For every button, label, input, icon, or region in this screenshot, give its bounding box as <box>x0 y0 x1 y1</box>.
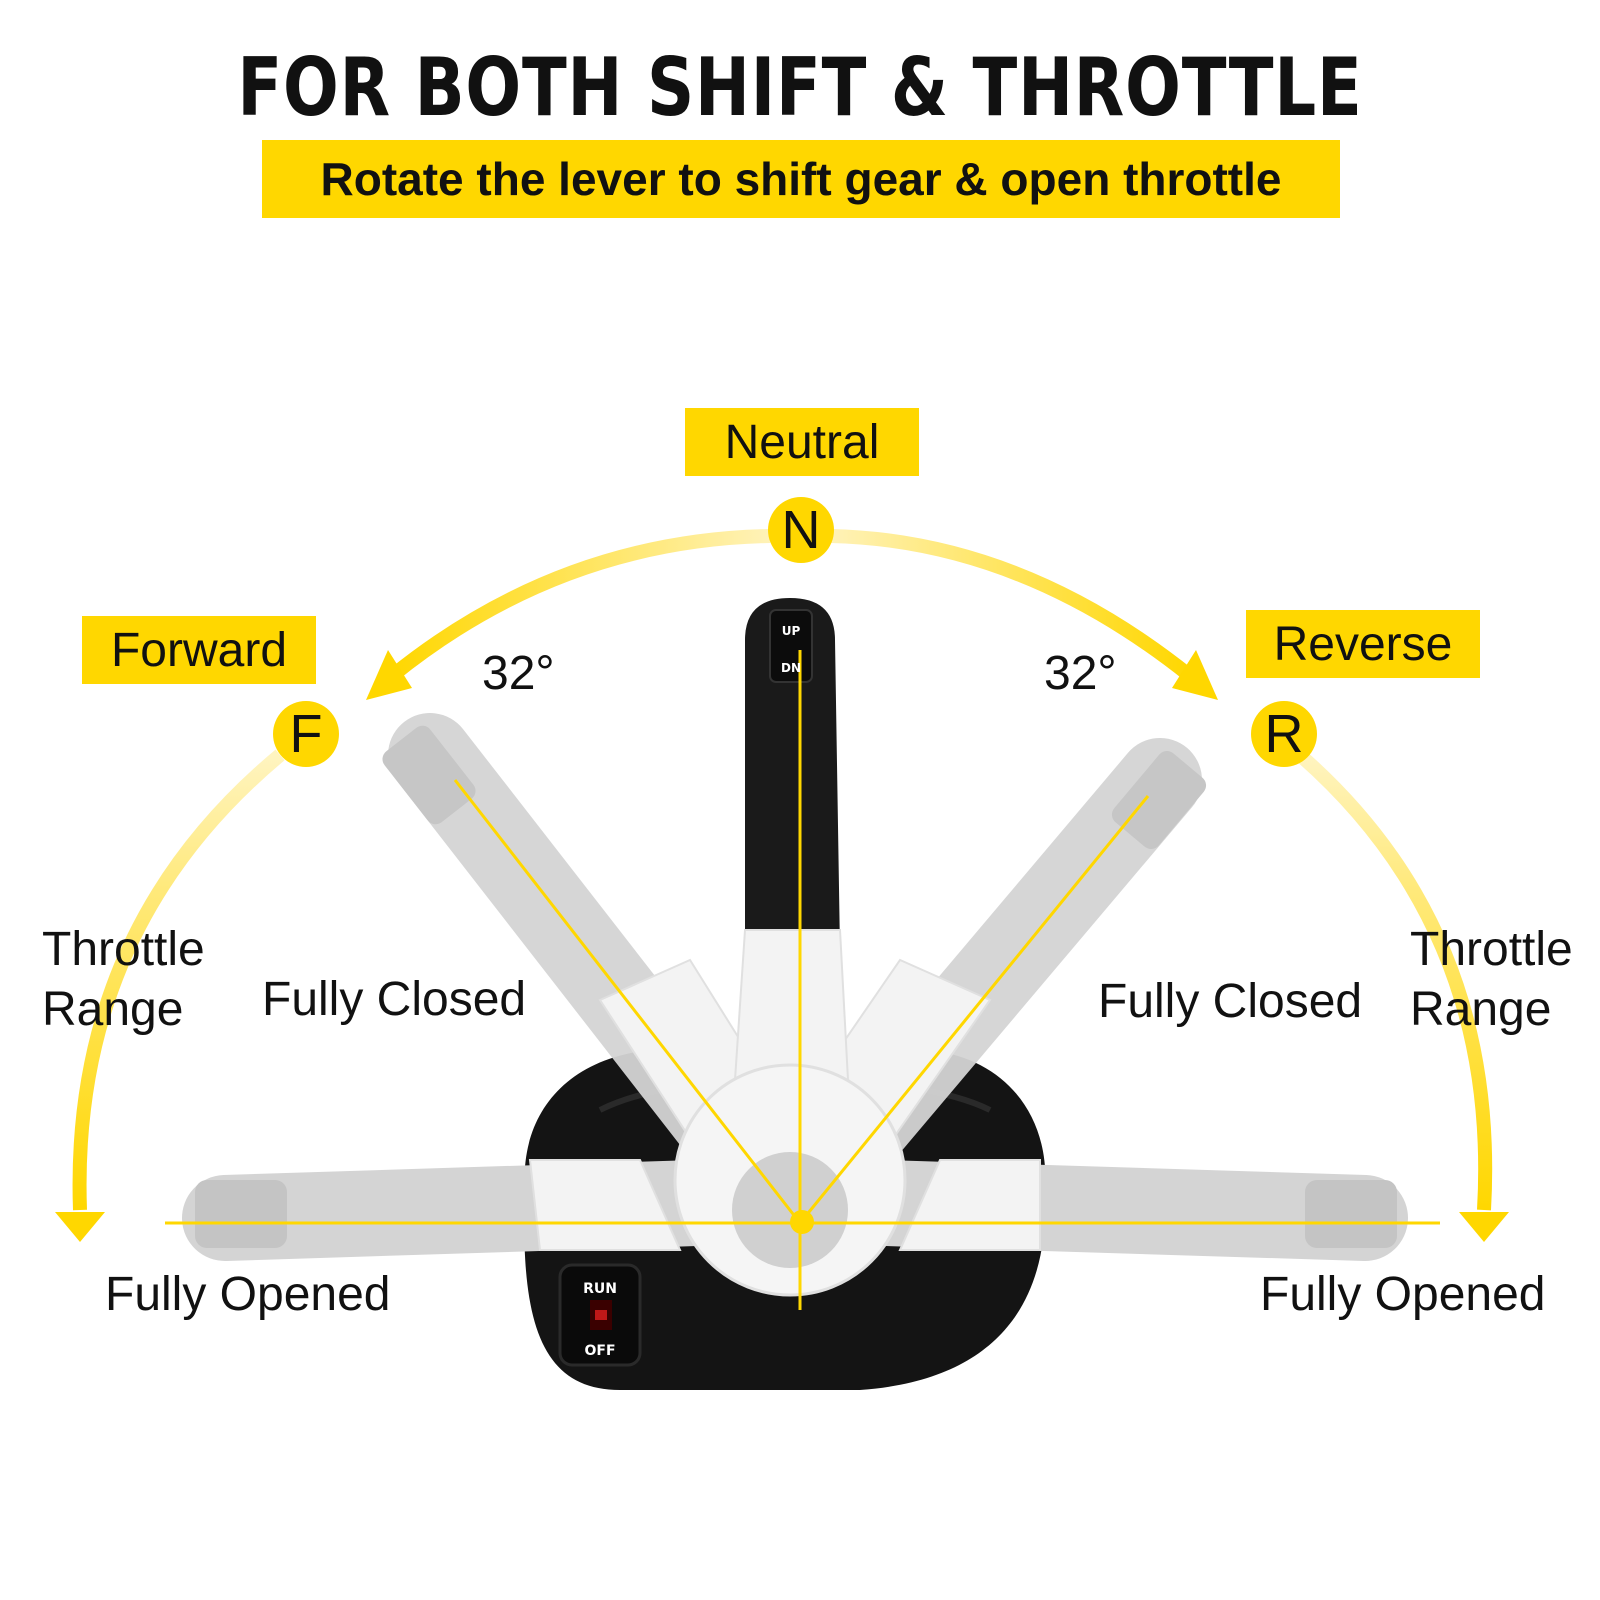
grip-dn-label: DN <box>781 661 801 675</box>
arc-neutral-to-reverse <box>829 529 1195 682</box>
switch-off-label: OFF <box>584 1343 615 1359</box>
angle-left-label: 32° <box>482 647 555 700</box>
neutral-tag: Neutral <box>685 408 919 476</box>
hub-arm-bottom-left <box>528 1159 682 1251</box>
angle-right-label: 32° <box>1044 647 1117 700</box>
neutral-letter: N <box>768 497 834 563</box>
throttle-range-left-line2: Range <box>42 983 184 1036</box>
fully-closed-left: Fully Closed <box>262 973 527 1026</box>
forward-letter: F <box>273 701 339 767</box>
reverse-letter: R <box>1251 701 1317 767</box>
forward-tag: Forward <box>82 616 316 684</box>
arrow-head-forward <box>366 650 412 700</box>
throttle-range-right-line1: Throttle <box>1410 923 1573 976</box>
arc-forward-throttle <box>72 749 285 1211</box>
reverse-tag: Reverse <box>1246 610 1480 678</box>
arrow-head-forward-opened <box>55 1212 105 1242</box>
page-title: FOR BOTH SHIFT & THROTTLE <box>237 41 1363 134</box>
subtitle-banner: Rotate the lever to shift gear & open th… <box>262 140 1340 218</box>
arrow-head-reverse-opened <box>1459 1212 1509 1242</box>
grip-up-label: UP <box>782 624 801 638</box>
hub-arm-bottom-right <box>898 1159 1041 1251</box>
arc-reverse-throttle <box>1295 749 1493 1211</box>
subtitle-text: Rotate the lever to shift gear & open th… <box>320 153 1282 205</box>
fully-closed-right: Fully Closed <box>1098 975 1363 1028</box>
fully-opened-left: Fully Opened <box>105 1268 391 1321</box>
arrow-head-reverse <box>1172 650 1218 700</box>
switch-run-label: RUN <box>583 1281 617 1297</box>
fully-opened-right: Fully Opened <box>1260 1268 1546 1321</box>
throttle-range-left-line1: Throttle <box>42 923 205 976</box>
throttle-range-right-line2: Range <box>1410 983 1552 1036</box>
main-lever <box>733 598 850 1081</box>
run-off-switch <box>558 1263 642 1367</box>
arc-neutral-to-forward <box>387 529 771 682</box>
guide-lines <box>165 650 1440 1310</box>
